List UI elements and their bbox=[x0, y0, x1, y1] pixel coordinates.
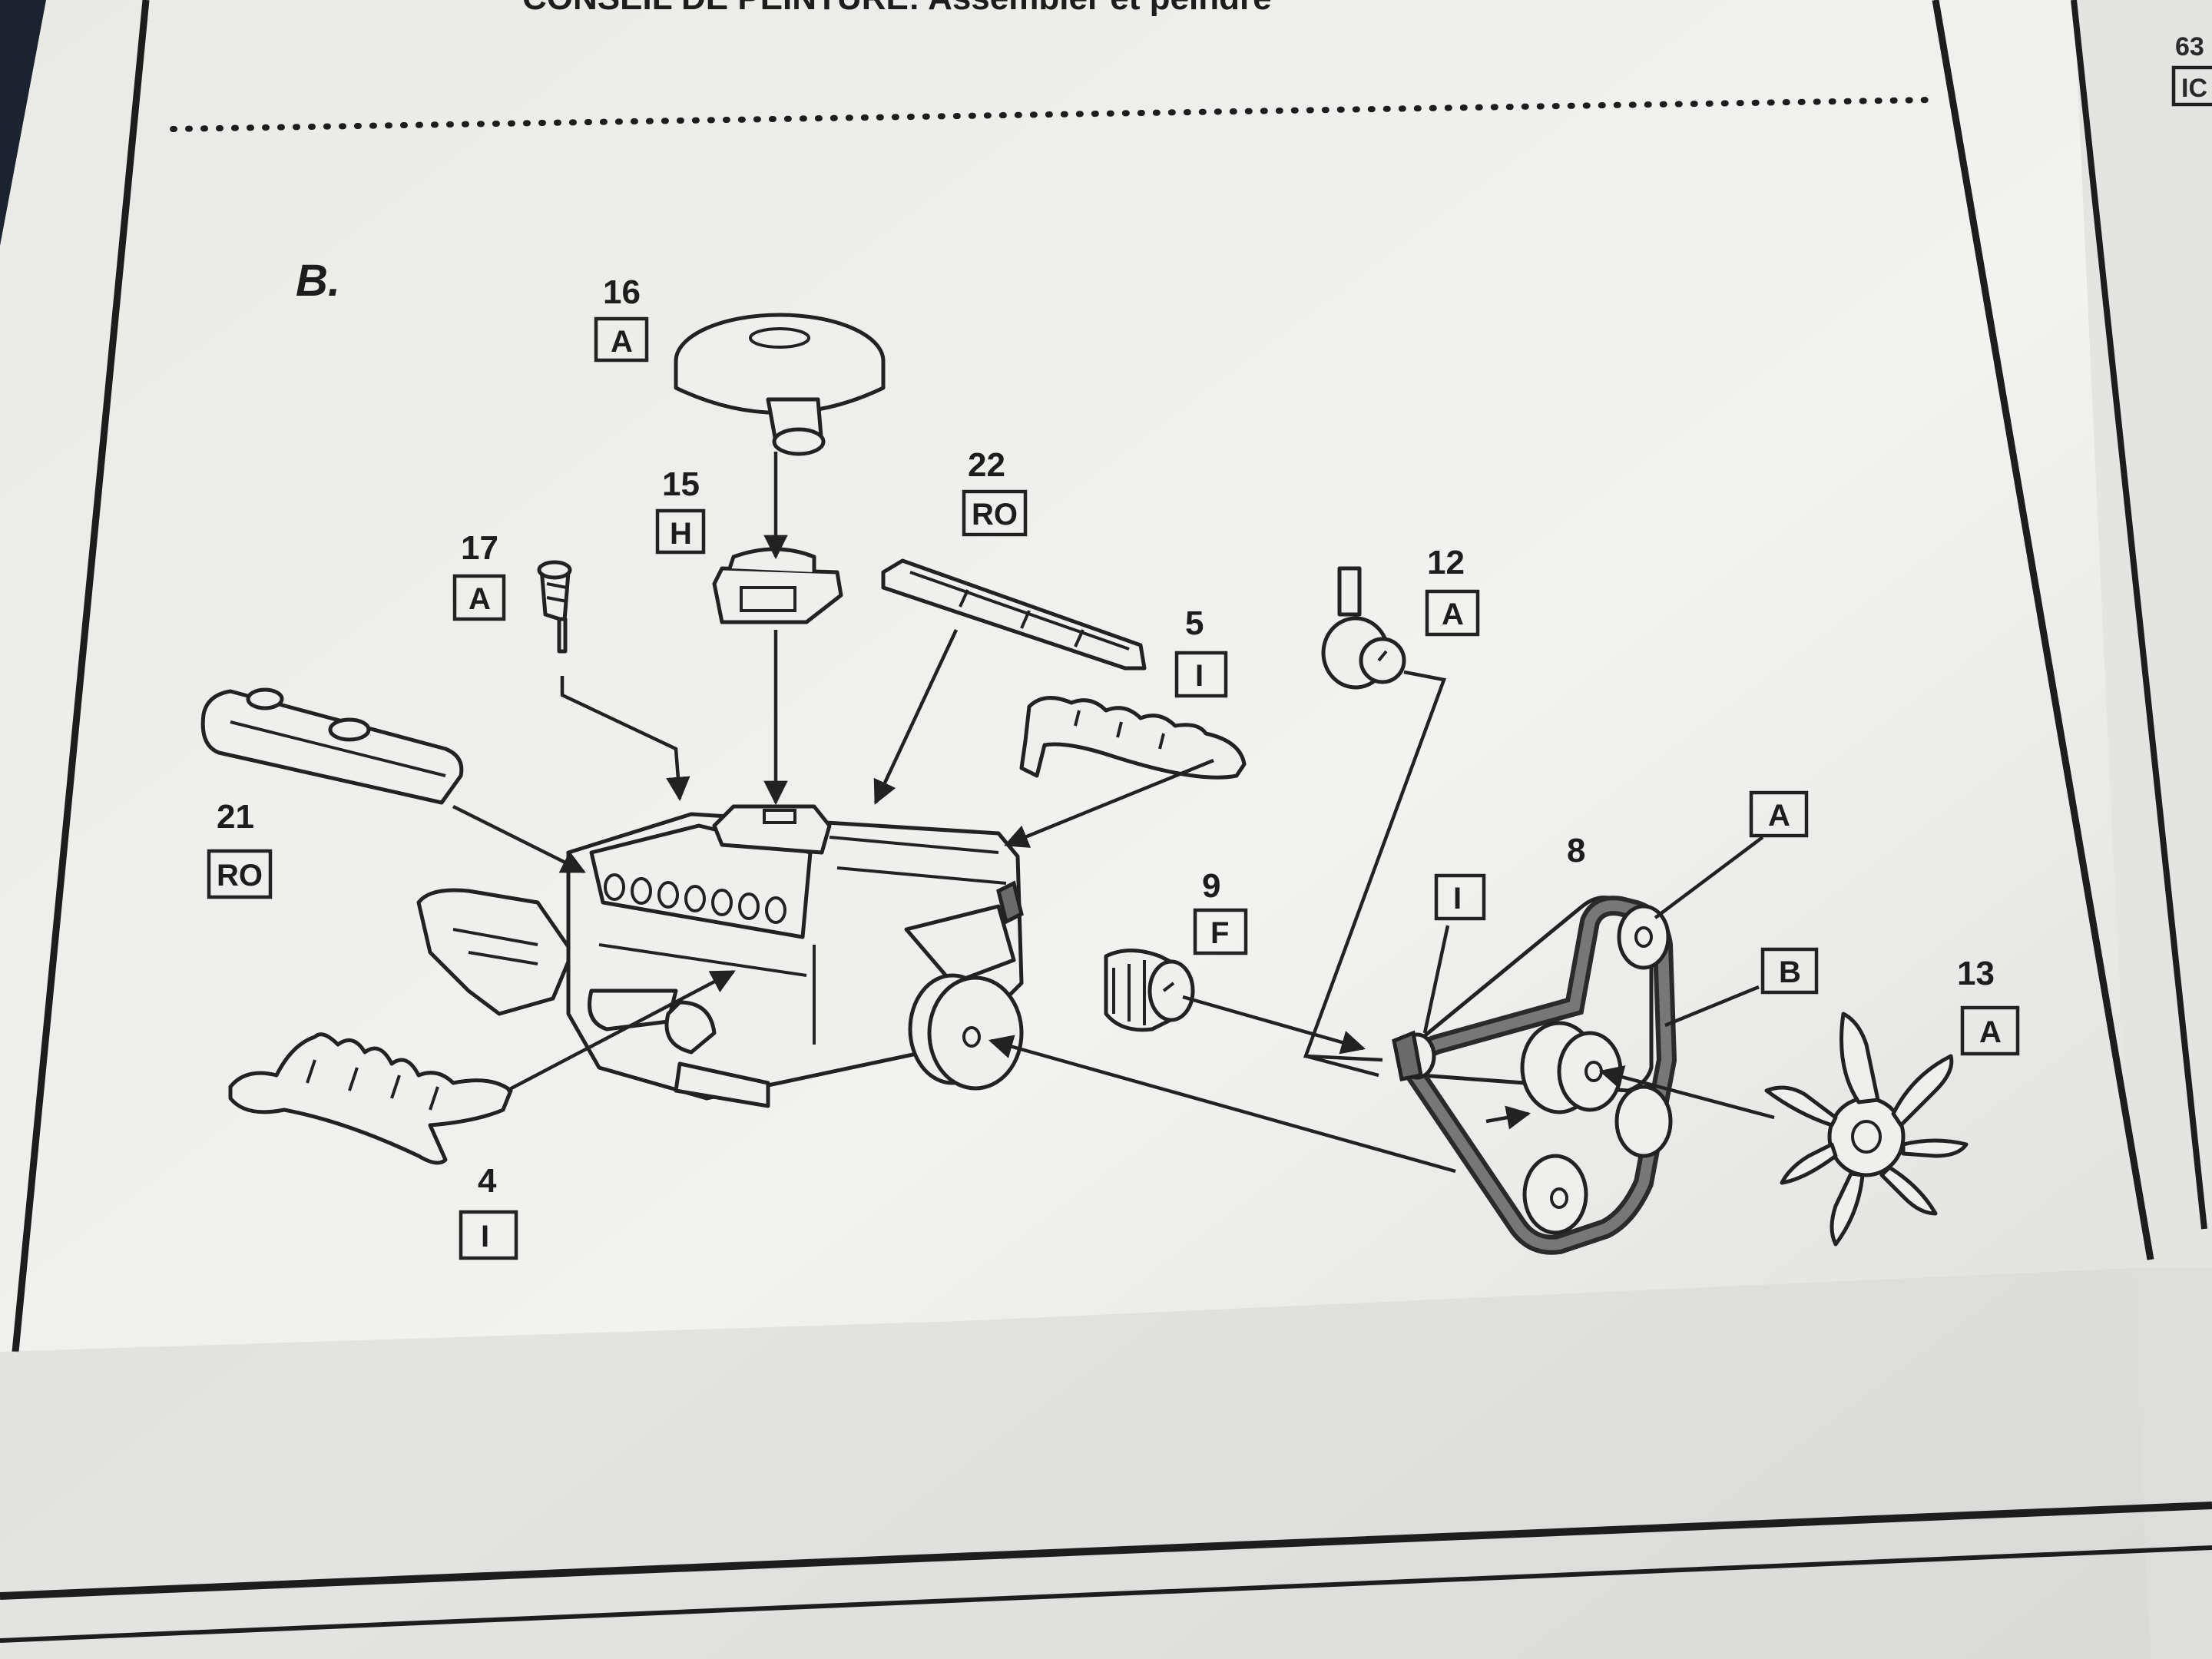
callout-12: 12 A bbox=[1425, 544, 1480, 637]
callout-9: 9 F bbox=[1193, 867, 1248, 955]
edge-part-number: 63 bbox=[2175, 32, 2204, 61]
callout-8: 8 bbox=[1567, 832, 1585, 869]
part-carburetor bbox=[712, 547, 843, 624]
page-frame-outer bbox=[2071, 0, 2207, 1230]
svg-text:13: 13 bbox=[1957, 955, 1995, 992]
callout-22: 22 RO bbox=[962, 446, 1028, 537]
bottom-rule bbox=[0, 1502, 2212, 1600]
svg-text:22: 22 bbox=[968, 446, 1005, 484]
callout-belt-i: I bbox=[1434, 873, 1486, 921]
part-valve-cover-left bbox=[200, 687, 464, 805]
leader-lines bbox=[452, 452, 1775, 1174]
svg-text:RO: RO bbox=[972, 498, 1018, 531]
svg-text:I: I bbox=[1453, 882, 1462, 916]
callout-13: 13 A bbox=[1957, 955, 2020, 1056]
svg-text:9: 9 bbox=[1202, 867, 1220, 905]
part-engine-block bbox=[416, 804, 1024, 1108]
svg-text:A: A bbox=[1979, 1015, 2002, 1049]
callout-16: 16 A bbox=[594, 273, 649, 363]
svg-text:H: H bbox=[670, 517, 692, 551]
svg-text:4: 4 bbox=[478, 1162, 497, 1200]
callout-pulley-a: A bbox=[1749, 790, 1809, 838]
dotted-separator bbox=[170, 97, 1935, 132]
part-thermostat-housing bbox=[1321, 566, 1406, 690]
svg-text:16: 16 bbox=[603, 273, 641, 311]
paper-sheet-right bbox=[2074, 0, 2212, 1659]
callout-15: 15 H bbox=[655, 465, 706, 555]
callout-4: 4 I bbox=[459, 1162, 518, 1260]
svg-text:17: 17 bbox=[461, 529, 498, 567]
callout-belt-b: B bbox=[1760, 947, 1819, 995]
edge-code: IC bbox=[2181, 74, 2207, 103]
callout-21: 21 RO bbox=[207, 798, 273, 899]
svg-text:12: 12 bbox=[1427, 544, 1465, 581]
page-frame bbox=[12, 0, 2154, 1353]
part-crank-pulley bbox=[908, 973, 1024, 1091]
bottom-rule-2 bbox=[0, 1545, 2212, 1643]
header-text: CONSEIL DE PEINTURE: Assembler et peindr… bbox=[522, 0, 1272, 17]
svg-text:I: I bbox=[1195, 659, 1204, 693]
part-distributor bbox=[537, 560, 572, 654]
svg-text:A: A bbox=[1442, 598, 1464, 631]
svg-text:A: A bbox=[469, 582, 491, 616]
svg-text:F: F bbox=[1210, 916, 1229, 950]
part-exhaust-manifold-left bbox=[228, 1032, 513, 1165]
part-fan bbox=[1764, 1012, 1969, 1247]
svg-text:A: A bbox=[1768, 799, 1790, 833]
svg-text:I: I bbox=[481, 1220, 489, 1253]
svg-text:B: B bbox=[1779, 955, 1801, 989]
svg-text:21: 21 bbox=[217, 798, 254, 836]
callout-17: 17 A bbox=[452, 529, 506, 621]
svg-text:A: A bbox=[611, 325, 633, 359]
svg-text:5: 5 bbox=[1185, 604, 1204, 642]
fold-shadow bbox=[0, 1267, 2212, 1659]
step-label: B. bbox=[296, 256, 340, 306]
part-alternator bbox=[1104, 949, 1195, 1032]
part-exhaust-manifold-right bbox=[1019, 696, 1247, 780]
svg-text:15: 15 bbox=[662, 465, 700, 503]
svg-text:RO: RO bbox=[217, 859, 263, 892]
part-air-cleaner bbox=[674, 313, 886, 456]
callout-5: 5 I bbox=[1174, 604, 1228, 698]
part-belt-pulley-assembly bbox=[1392, 896, 1677, 1255]
svg-text:8: 8 bbox=[1567, 832, 1585, 869]
part-intake-cover bbox=[881, 558, 1147, 671]
edge-code-box bbox=[2171, 65, 2212, 107]
